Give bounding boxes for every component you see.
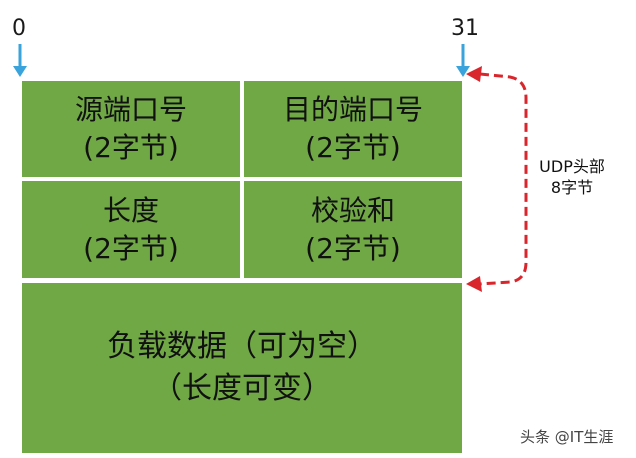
source-port-field: 源端口号 (2字节)	[22, 81, 240, 177]
watermark: 头条 @IT生涯	[520, 428, 614, 446]
udp-header-note: UDP头部 8字节	[522, 156, 622, 198]
checksum-field: 校验和 (2字节)	[244, 181, 462, 278]
bit-end-label: 31	[451, 16, 479, 41]
payload-size: （长度可变）	[152, 371, 332, 406]
field-name: 校验和	[310, 193, 395, 227]
field-size: (2字节)	[83, 131, 179, 164]
field-name: 源端口号	[74, 93, 187, 126]
bit-start-arrow-icon	[13, 44, 27, 77]
payload-name: 负载数据（可为空）	[107, 329, 377, 364]
header-brace-icon	[466, 66, 528, 292]
field-size: (2字节)	[305, 131, 401, 164]
bit-start-label: 0	[12, 16, 26, 41]
bit-end-arrow-icon	[456, 44, 470, 77]
payload-field: 负载数据（可为空） （长度可变）	[22, 283, 462, 453]
field-name: 长度	[102, 193, 159, 227]
field-name: 目的端口号	[282, 93, 423, 126]
field-size: (2字节)	[305, 231, 401, 265]
header-note-line2: 8字节	[550, 178, 594, 197]
length-field: 长度 (2字节)	[22, 181, 240, 278]
header-note-line1: UDP头部	[539, 157, 605, 176]
destination-port-field: 目的端口号 (2字节)	[244, 81, 462, 177]
field-size: (2字节)	[83, 231, 179, 265]
